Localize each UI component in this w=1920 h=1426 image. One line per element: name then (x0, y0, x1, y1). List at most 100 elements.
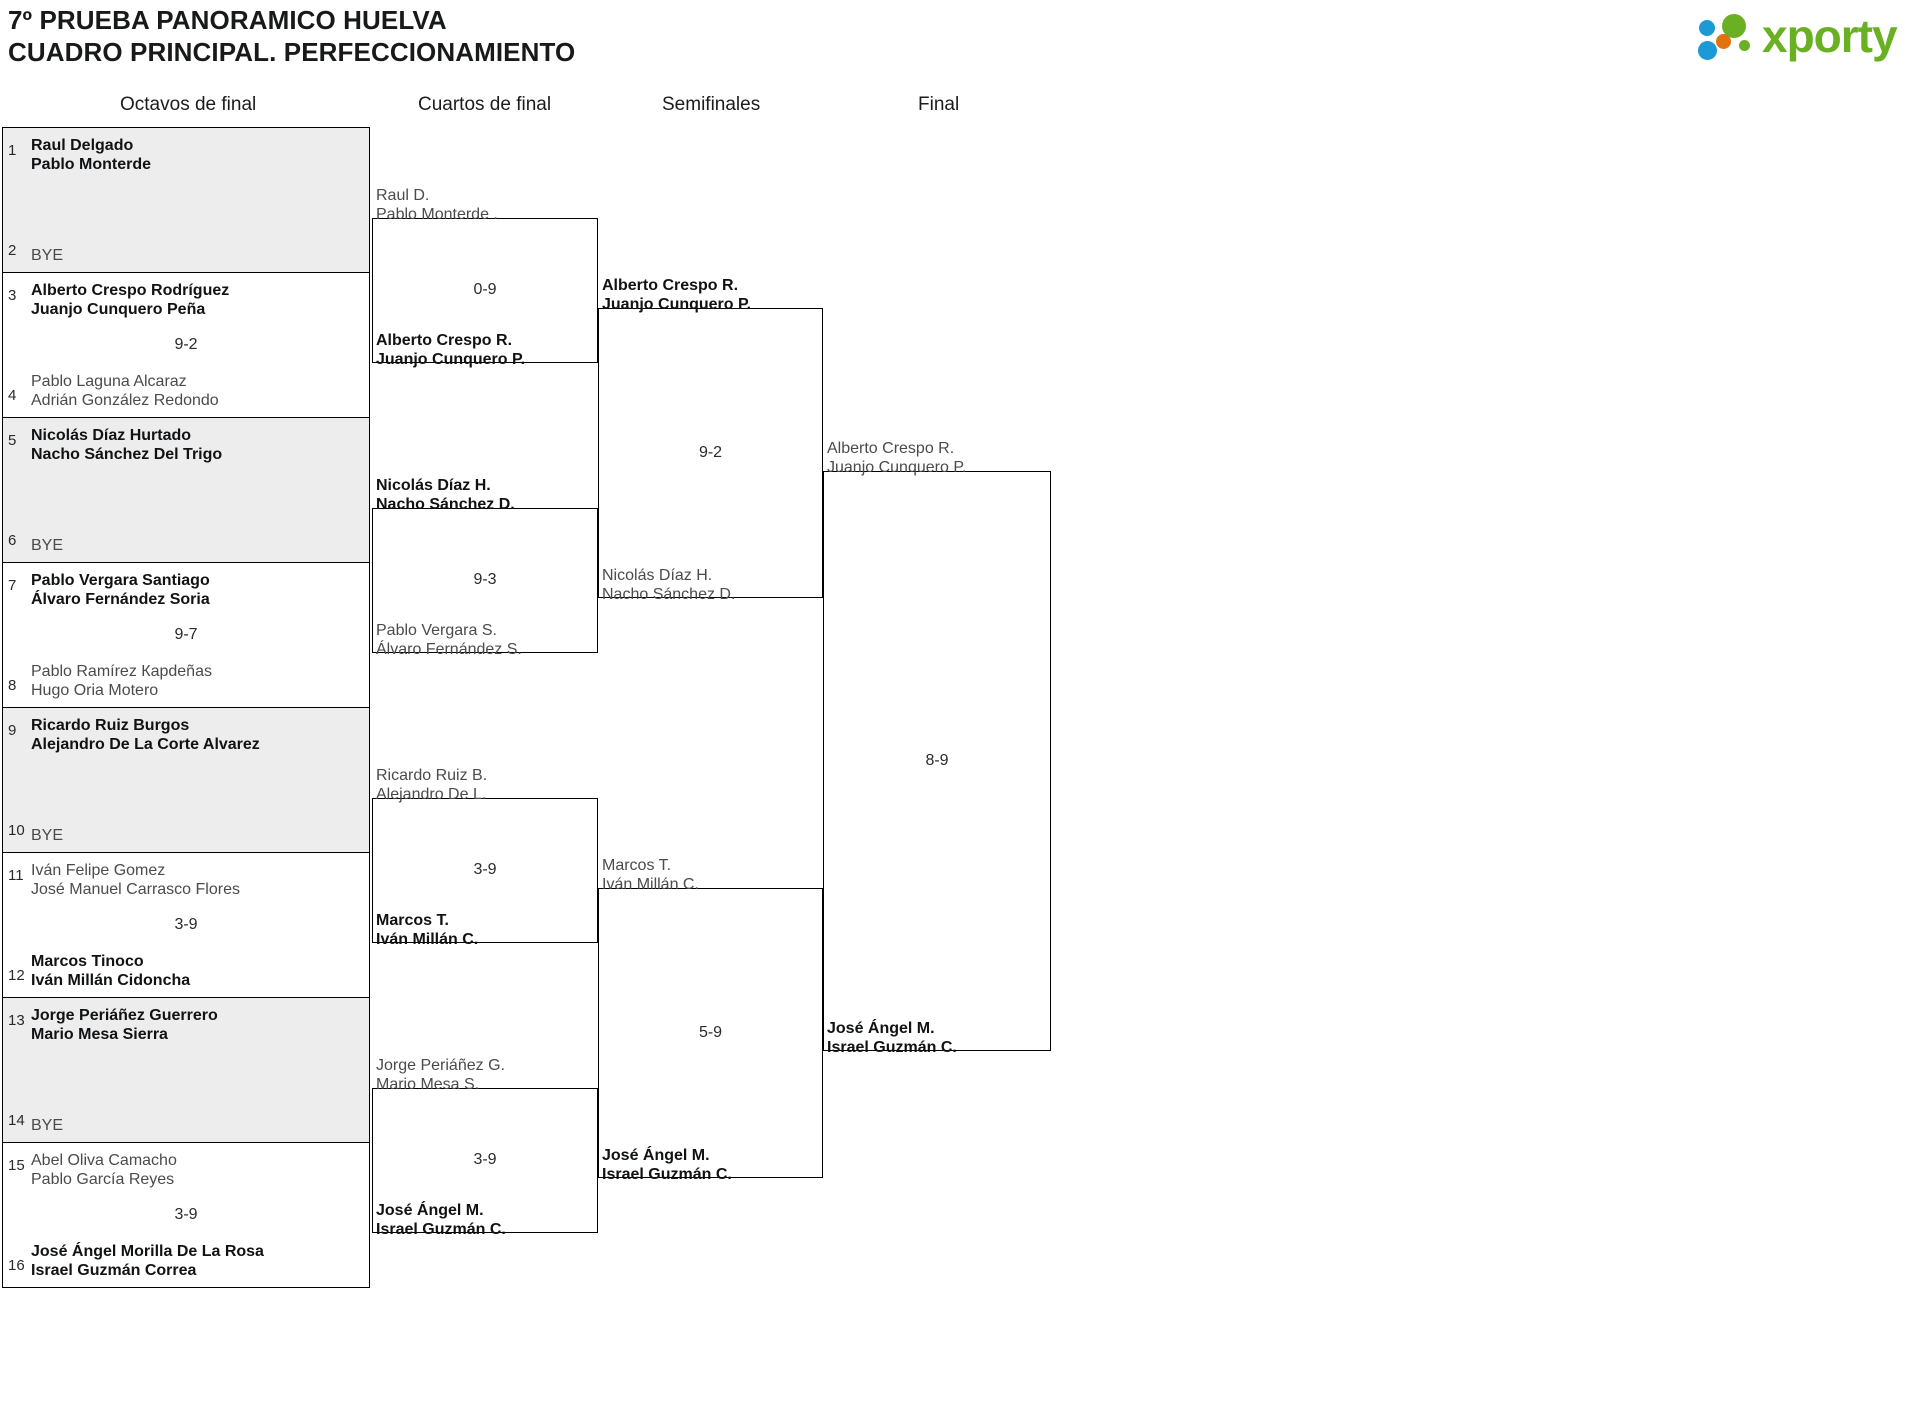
player-name-1: José Ángel M. (827, 1020, 935, 1037)
player-name-1: Marcos T. (376, 911, 449, 929)
player-name-1: Nicolás Díaz Hurtado (31, 427, 192, 444)
seed-number: 2 (8, 242, 17, 259)
page-title: 7º PRUEBA PANORAMICO HUELVA CUADRO PRINC… (8, 4, 1108, 68)
logo-dot-green-small (1739, 40, 1750, 51)
match-score: 8-9 (925, 752, 949, 769)
seed-number: 12 (8, 967, 25, 984)
player-name-2: Israel Guzmán C. (602, 1166, 732, 1183)
match-score: 9-7 (174, 626, 198, 643)
player-name-1: Pablo Vergara Santiago (31, 572, 210, 589)
round2-match-box[interactable]: 0-9 (372, 217, 598, 363)
player-name-1: Alberto Crespo R. (827, 440, 955, 457)
round2-match-box[interactable]: 3-9 (372, 797, 598, 943)
round2-team-label: Marcos T.Iván Millán C. (376, 911, 478, 949)
logo-dot-orange (1716, 34, 1731, 49)
player-name-1: José Ángel M. (602, 1147, 710, 1164)
player-name-2: Pablo García Reyes (31, 1171, 175, 1188)
team-names: BYE (31, 1116, 361, 1135)
seed-number: 8 (8, 677, 17, 694)
player-name-1: BYE (31, 537, 64, 554)
player-name-2: Juanjo Cunquero P. (376, 350, 526, 368)
player-name-2: Israel Guzmán C. (376, 1220, 506, 1238)
seed-number: 1 (8, 142, 17, 159)
logo-dot-blue-bottom (1698, 41, 1717, 60)
match-score: 5-9 (698, 1024, 723, 1041)
player-name-2: Israel Guzmán Correa (31, 1262, 197, 1279)
player-name-1: Abel Oliva Camacho (31, 1152, 177, 1169)
player-name-2: Nacho Sánchez D. (602, 586, 736, 603)
player-name-2: Alejandro De L. (376, 785, 487, 803)
player-name-2: Álvaro Fernández Soria (31, 591, 210, 608)
round-header-semifinales: Semifinales (662, 94, 761, 115)
round2-team-label: Ricardo Ruiz B.Alejandro De L. (376, 766, 487, 804)
round2-match-box[interactable]: 9-3 (372, 507, 598, 653)
round2-team-label: José Ángel M.Israel Guzmán C. (376, 1201, 506, 1239)
player-name-2: Nacho Sánchez D. (376, 495, 515, 513)
round2-match-box[interactable]: 3-9 (372, 1087, 598, 1233)
team-names: BYE (31, 826, 361, 845)
round3-team-label: Nicolás Díaz H.Nacho Sánchez D. (602, 566, 735, 604)
player-name-1: BYE (31, 247, 64, 264)
round3-team-label: Alberto Crespo R.Juanjo Cunquero P. (602, 276, 751, 314)
player-name-1: Ricardo Ruiz Burgos (31, 717, 190, 734)
round3-team-label: José Ángel M. Israel Guzmán C. (602, 1146, 732, 1184)
round3-match-box[interactable]: 9-2 (598, 308, 823, 598)
r1-team-slot[interactable]: 2 BYE (3, 200, 369, 272)
player-name-2: Pablo Monterde . (376, 205, 498, 223)
seed-number: 7 (8, 577, 17, 594)
round2-team-label: Pablo Vergara S.Álvaro Fernández S. (376, 621, 522, 659)
match-score: 3-9 (174, 916, 198, 933)
round2-team-label: Nicolás Díaz H.Nacho Sánchez D. (376, 476, 515, 514)
r1-team-slot[interactable]: 14 BYE (3, 1070, 369, 1142)
player-name-1: BYE (31, 827, 64, 844)
player-name-1: Alberto Crespo Rodríguez (31, 282, 230, 299)
round2-team-label: Jorge Periáñez G.Mario Mesa S. (376, 1056, 505, 1094)
team-names: BYE (31, 246, 361, 265)
round3-match-box[interactable]: 5-9 (598, 888, 823, 1178)
xporty-logo: xporty (1696, 9, 1906, 63)
player-name-1: Jorge Periáñez G. (376, 1056, 505, 1074)
seed-number: 9 (8, 722, 17, 739)
round4-match-box[interactable]: 8-9 (823, 471, 1051, 1051)
title-line-1: 7º PRUEBA PANORAMICO HUELVA (8, 5, 447, 35)
seed-number: 14 (8, 1112, 25, 1129)
player-name-1: José Ángel Morilla De La Rosa (31, 1243, 264, 1260)
player-name-1: José Ángel M. (376, 1201, 484, 1219)
player-name-2: Iván Millán Cidoncha (31, 972, 191, 989)
player-name-2: Juanjo Cunquero P. (827, 459, 967, 476)
player-name-1: Iván Felipe Gomez (31, 862, 166, 879)
logo-wordmark: xporty (1762, 10, 1898, 62)
player-name-2: Pablo Monterde (31, 156, 152, 173)
seed-number: 11 (8, 867, 24, 884)
round2-team-label: Raul D.Pablo Monterde . (376, 186, 498, 224)
player-name-1: Pablo Laguna Alcaraz (31, 373, 187, 390)
logo-dots-icon (1696, 13, 1758, 61)
